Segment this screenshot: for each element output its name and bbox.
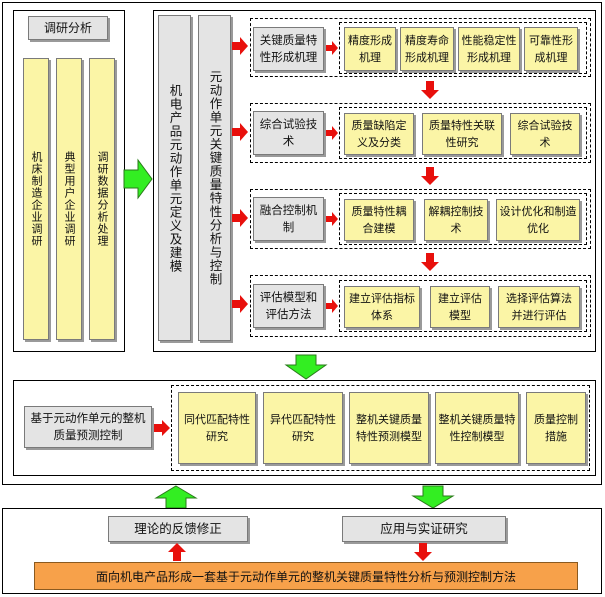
red-arrow-icon: [326, 126, 338, 140]
row-2-item-1: 质量缺陷定义及分类: [344, 113, 414, 155]
red-arrow-icon: [232, 123, 248, 141]
red-arrow-icon: [154, 420, 170, 436]
row-1-items-group: [339, 22, 587, 74]
unit-definition-column: 机电产品元动作单元定义及建模: [158, 15, 191, 341]
row-1-item-2: 精度寿命形成机理: [400, 27, 454, 71]
research-col-2: 典型用户企业调研: [56, 58, 82, 340]
row-1-item-4: 可靠性形成机理: [524, 27, 578, 71]
red-arrow-icon: [414, 543, 432, 561]
row-4-item-3: 选择评估算法并进行评估: [498, 286, 580, 328]
prediction-items-group: [171, 385, 590, 471]
red-arrow-icon: [421, 167, 439, 185]
red-arrow-icon: [421, 81, 439, 99]
row-2-item-3: 综合试验技术: [510, 113, 580, 155]
red-arrow-icon: [232, 37, 248, 55]
row-1-item-3: 性能稳定性形成机理: [458, 27, 520, 71]
research-title: 调研分析: [28, 16, 108, 40]
application-box: 应用与实证研究: [342, 516, 506, 542]
red-arrow-icon: [232, 295, 248, 313]
row-3-item-1: 质量特性耦合建模: [344, 199, 414, 241]
method-banner: 面向机电产品形成一套基于元动作单元的整机关键质量特性分析与预测控制方法: [34, 562, 578, 590]
prediction-head: 基于元动作单元的整机质量预测控制: [24, 406, 152, 448]
row-2-item-2: 质量特性关联性研究: [422, 113, 502, 155]
red-arrow-icon: [326, 41, 338, 55]
row-3-head: 融合控制机制: [253, 197, 324, 241]
prediction-item-4: 整机关键质量特性控制模型: [435, 392, 519, 464]
row-4-head: 评估模型和评估方法: [253, 284, 324, 328]
red-arrow-icon: [326, 212, 338, 226]
row-1-dashed-group: [250, 18, 591, 77]
row-4-items-group: [339, 280, 587, 332]
row-2-head: 综合试验技术: [253, 111, 324, 155]
row-3-item-2: 解耦控制技术: [424, 199, 488, 241]
prediction-item-1: 同代匹配特性研究: [178, 392, 256, 464]
row-4-dashed-group: [250, 275, 591, 337]
red-arrow-icon: [326, 299, 338, 313]
green-arrow-icon: [284, 354, 328, 380]
green-arrow-icon: [411, 485, 455, 509]
row-4-item-2: 建立评估模型: [430, 286, 490, 328]
green-arrow-icon: [154, 485, 198, 509]
feedback-box: 理论的反馈修正: [108, 516, 248, 542]
row-2-items-group: [339, 107, 587, 159]
research-col-3: 调研数据分析处理: [89, 58, 115, 340]
prediction-item-3: 整机关键质量特性预测模型: [349, 392, 429, 464]
row-3-items-group: [339, 193, 587, 245]
row-1-head: 关键质量特性形成机理: [253, 27, 324, 71]
red-arrow-icon: [168, 543, 186, 561]
green-arrow-icon: [123, 158, 153, 200]
row-1-item-1: 精度形成机理: [344, 27, 396, 71]
red-arrow-icon: [421, 253, 439, 271]
research-col-1: 机床制造企业调研: [23, 58, 49, 340]
row-3-dashed-group: [250, 189, 591, 249]
row-4-item-1: 建立评估指标体系: [344, 286, 420, 328]
prediction-item-2: 异代匹配特性研究: [263, 392, 343, 464]
row-2-dashed-group: [250, 103, 591, 163]
row-3-item-3: 设计优化和制造优化: [496, 199, 580, 241]
prediction-item-5: 质量控制措施: [526, 392, 586, 464]
red-arrow-icon: [232, 209, 248, 227]
quality-analysis-column: 元动作单元关键质量特性分析与控制: [198, 15, 231, 341]
